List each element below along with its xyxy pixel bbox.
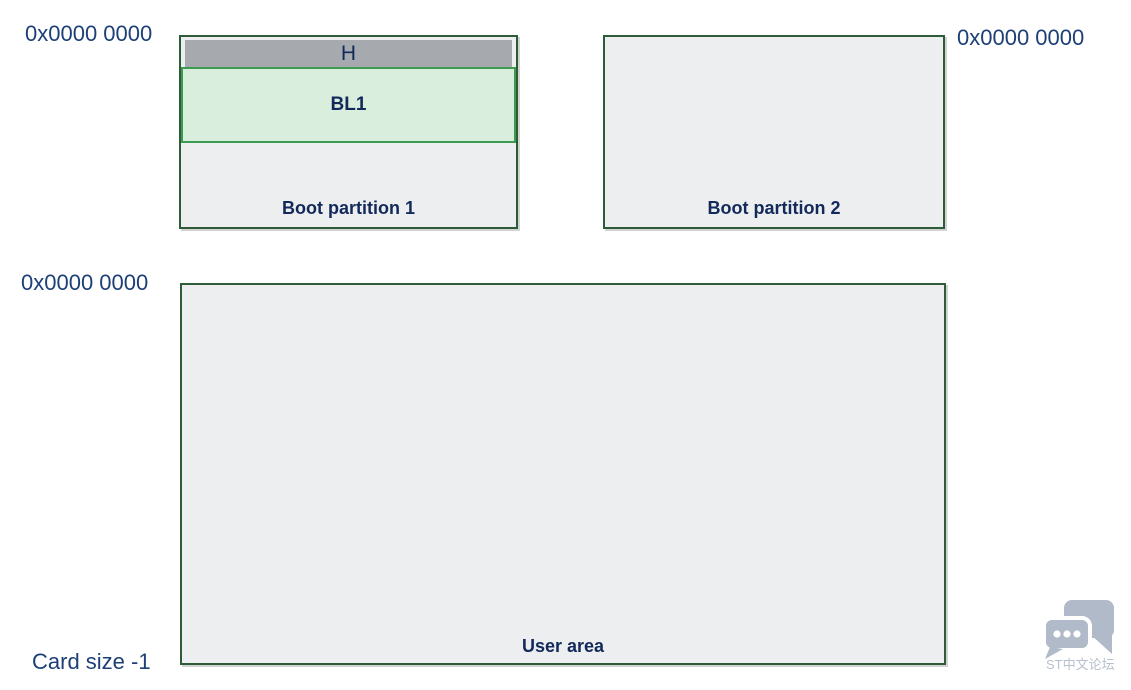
user-area-box: User area — [180, 283, 946, 665]
boot2-start-address-label: 0x0000 0000 — [957, 25, 1085, 50]
card-size-label: Card size -1 — [32, 649, 151, 674]
boot-partition-2-box: Boot partition 2 — [603, 35, 945, 229]
boot-partition-2-caption: Boot partition 2 — [707, 198, 841, 218]
watermark-text: ST中文论坛 — [1046, 657, 1115, 672]
user-area-caption: User area — [521, 636, 605, 656]
boot1-start-address-label: 0x0000 0000 — [25, 21, 153, 46]
boot-partition-1-caption: Boot partition 1 — [282, 198, 415, 218]
header-h-block: H — [185, 40, 512, 68]
boot-partition-1-box: H BL1 Boot partition 1 — [179, 35, 518, 229]
chat-bubbles-icon — [1042, 600, 1114, 659]
bl1-block: BL1 — [181, 67, 516, 143]
user-area-start-address-label: 0x0000 0000 — [21, 270, 149, 295]
